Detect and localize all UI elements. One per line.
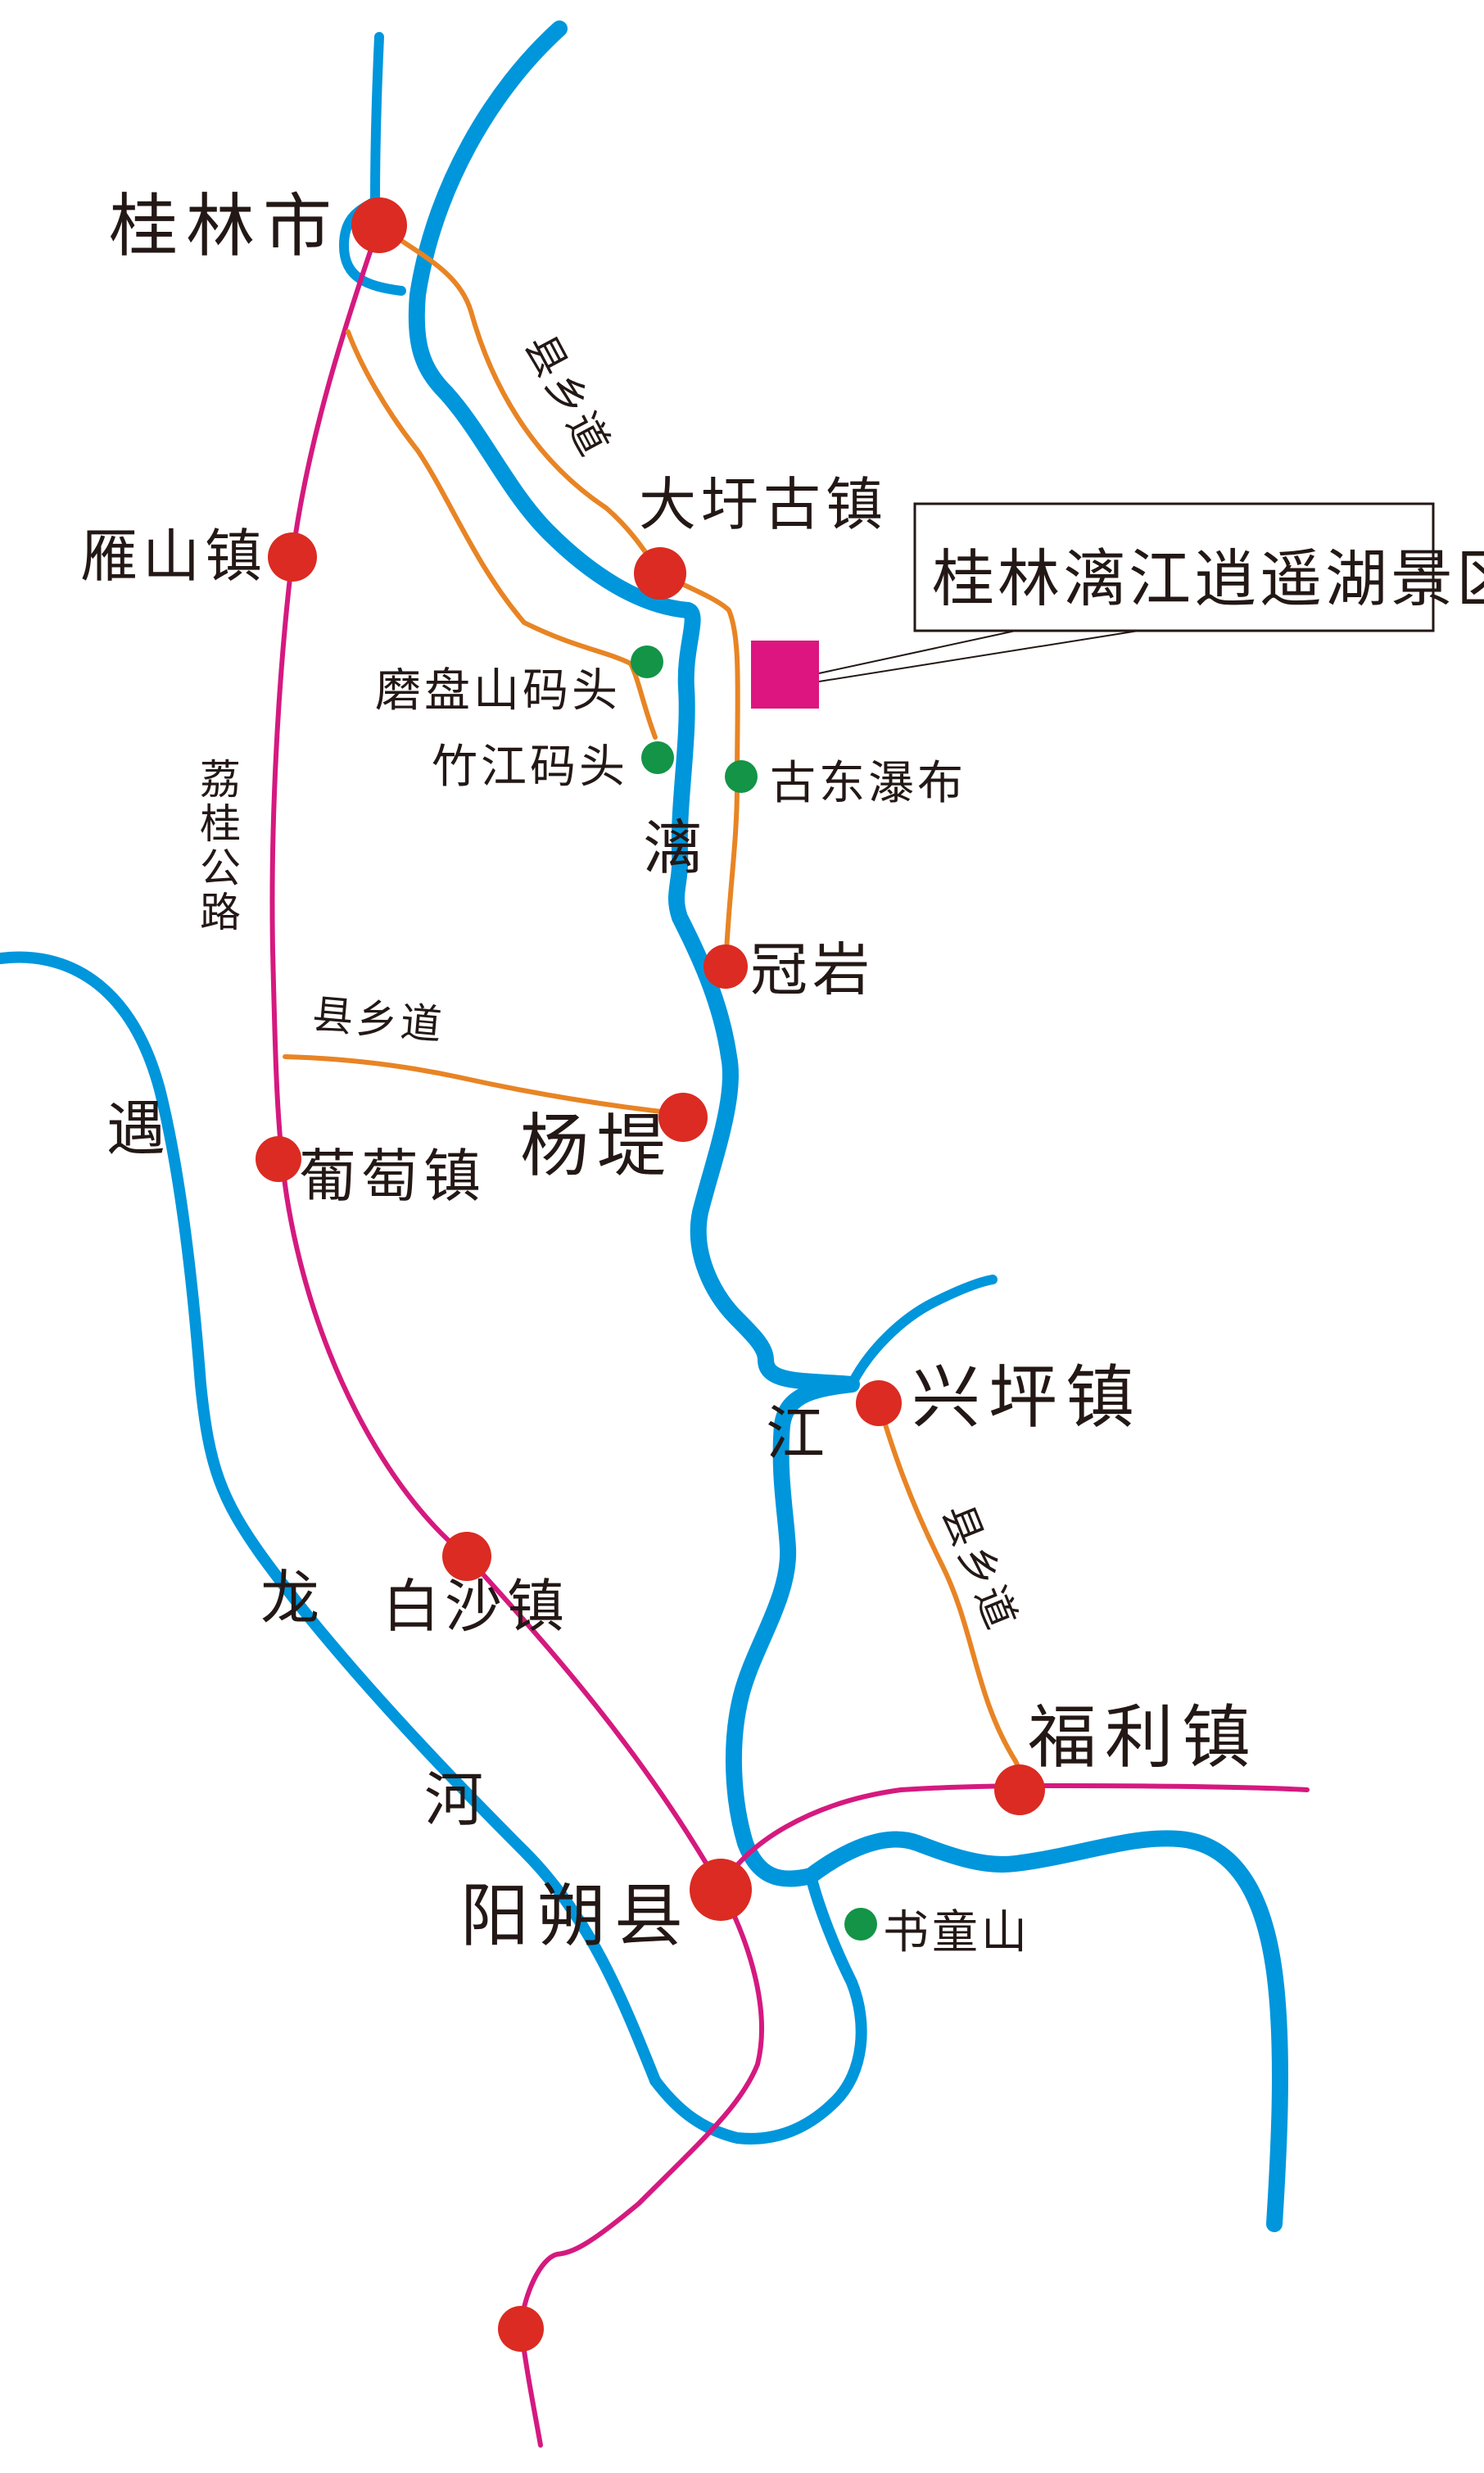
place-labels: 桂林市 雁山镇 大圩古镇 磨盘山码头 竹江码头 古东瀑布 冠岩 杨堤 葡萄镇 兴… — [80, 186, 1259, 1959]
callout-title: 桂林漓江逍遥湖景区 — [932, 542, 1484, 615]
yulong-label-1: 遇 — [106, 1094, 165, 1163]
lijiang-label-1: 漓 — [643, 813, 702, 882]
rivers — [0, 20, 1288, 2232]
county-road-label-xingping: 县乡道 — [933, 1497, 1026, 1638]
place-dots — [256, 197, 1045, 2352]
yulong-label-3: 河 — [424, 1765, 483, 1834]
lijiang-label-2: 江 — [766, 1399, 825, 1468]
yangshuo-label: 阳朔县 — [460, 1876, 691, 1956]
putao-label: 葡萄镇 — [299, 1143, 486, 1210]
guilin-tributary — [339, 32, 406, 296]
fuli-label: 福利镇 — [1028, 1697, 1259, 1778]
yulong-river — [0, 951, 661, 2086]
xingping-dot[interactable] — [856, 1380, 902, 1426]
shutong-label: 书童山 — [883, 1906, 1030, 1959]
yangdi-dot[interactable] — [658, 1093, 708, 1142]
scenic-area: 桂林漓江逍遥湖景区 — [751, 502, 1484, 709]
guilin-label: 桂林市 — [109, 186, 340, 266]
lijiang-river — [408, 20, 1288, 2232]
mopanshan-dot[interactable] — [631, 645, 663, 678]
gudong-label: 古东瀑布 — [770, 757, 966, 810]
callout-leader-bottom — [818, 630, 1139, 682]
putao-dot[interactable] — [256, 1136, 301, 1182]
guanyan-dot[interactable] — [704, 944, 748, 989]
road-labels: 县乡道 县乡道 县乡道 荔桂公路 — [193, 326, 1026, 1637]
callout-leader-top — [818, 630, 1016, 674]
daxu-label: 大圩古镇 — [639, 471, 888, 538]
yanshan-label: 雁山镇 — [80, 523, 267, 590]
daxu-dot[interactable] — [634, 547, 686, 600]
county-road-label-daxu: 县乡道 — [515, 326, 619, 465]
scenic-area-marker[interactable] — [751, 641, 819, 709]
mopanshan-label: 磨盘山码头 — [375, 664, 621, 718]
yangdi-county-road — [283, 1054, 685, 1116]
baisha-dot[interactable] — [442, 1532, 491, 1581]
xingping-label: 兴坪镇 — [912, 1357, 1142, 1438]
yangshuo-dot[interactable] — [690, 1859, 752, 1921]
river-labels: 漓 江 遇 龙 河 — [106, 813, 825, 1834]
yulong-label-2: 龙 — [260, 1564, 319, 1633]
yanshan-dot[interactable] — [268, 532, 317, 582]
ligui-highway — [269, 223, 764, 2448]
shutong-dot[interactable] — [844, 1908, 877, 1941]
zhujiang-dot[interactable] — [641, 741, 674, 774]
ligui-road-label: 荔桂公路 — [193, 758, 241, 935]
guilin-dot[interactable] — [351, 197, 407, 253]
county-road-label-yangdi: 县乡道 — [310, 990, 446, 1049]
guanyan-label: 冠岩 — [750, 936, 875, 1003]
callout-box — [913, 502, 1435, 632]
yangdi-label: 杨堤 — [520, 1106, 674, 1186]
south-dot[interactable] — [498, 2306, 544, 2352]
gudong-dot[interactable] — [725, 760, 758, 793]
fuli-dot[interactable] — [994, 1764, 1045, 1815]
xingping-tributary — [847, 1275, 998, 1389]
baisha-label: 白沙镇 — [382, 1573, 569, 1640]
zhujiang-label: 竹江码头 — [432, 741, 628, 794]
